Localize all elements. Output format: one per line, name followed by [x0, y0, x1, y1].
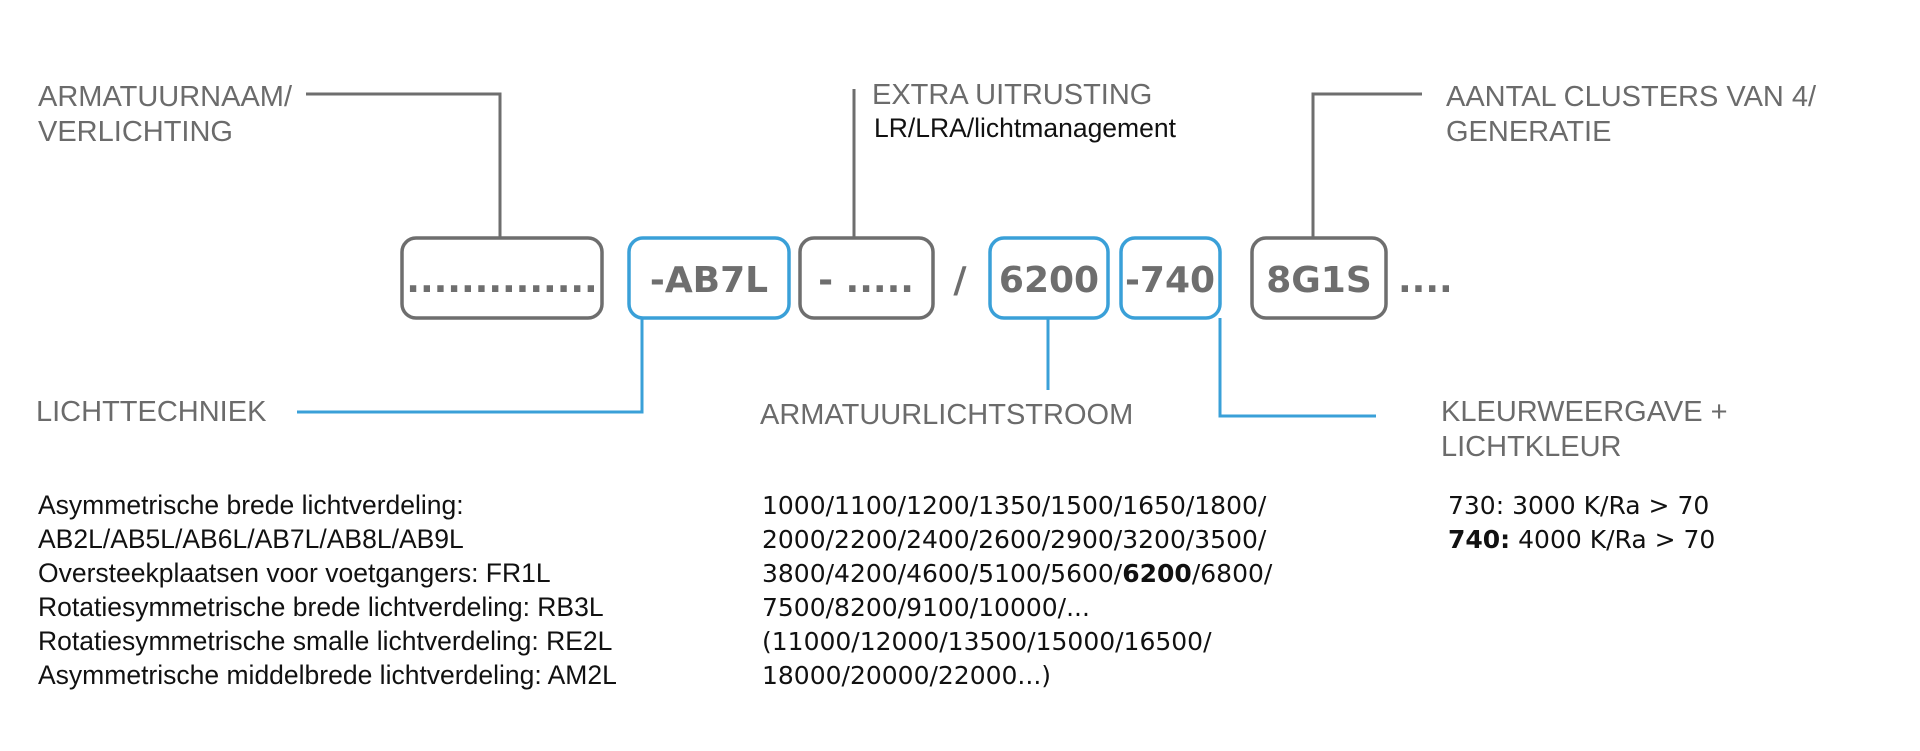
connector-armatuurnaam	[306, 92, 502, 237]
clusters-code: 8G1S	[1266, 260, 1372, 301]
lichttechniek-box: -AB7L	[627, 236, 791, 320]
kleur-item-text: 730: 3000 K/Ra > 70	[1448, 491, 1709, 520]
kleur-item-bold: 740:	[1448, 525, 1510, 554]
label-clusters-line1: AANTAL CLUSTERS VAN 4/	[1446, 81, 1817, 113]
lichttechniek-code: -AB7L	[650, 260, 768, 301]
label-armatuurnaam-line1: ARMATUURNAAM/	[38, 81, 293, 113]
kleur-list-item: 740: 4000 K/Ra > 70	[1448, 525, 1715, 554]
lichttechniek-list: Asymmetrische brede lichtverdeling: AB2L…	[38, 490, 617, 690]
lichttechniek-list-item: Oversteekplaatsen voor voetgangers: FR1L	[38, 558, 551, 588]
lichtstroom-list-item: (11000/12000/13500/15000/16500/	[762, 627, 1212, 656]
kleurweergave-box: -740	[1119, 236, 1222, 320]
code-trailing-dots: ....	[1398, 260, 1453, 301]
armatuurnaam-code: ..............	[406, 260, 597, 301]
lichttechniek-list-item: AB2L/AB5L/AB6L/AB7L/AB8L/AB9L	[38, 524, 464, 554]
armatuurnaam-box: ..............	[400, 236, 604, 320]
label-kleurweergave-line2: LICHTKLEUR	[1441, 431, 1622, 463]
connector-clusters	[1311, 92, 1422, 237]
connector-lichttechniek	[297, 318, 644, 414]
lichtstroom-list: 1000/1100/1200/1350/1500/1650/1800/ 2000…	[762, 491, 1273, 690]
extra-uitrusting-box: - .....	[798, 236, 935, 320]
label-lichttechniek: LICHTTECHNIEK	[36, 396, 267, 428]
lichtstroom-list-item: 3800/4200/4600/5100/5600/6200/6800/	[762, 559, 1273, 588]
kleurweergave-code: -740	[1125, 260, 1215, 301]
lichttechniek-list-item: Rotatiesymmetrische smalle lichtverdelin…	[38, 626, 612, 656]
armatuurlichtstroom-code: 6200	[999, 260, 1099, 301]
lichtstroom-list-item: 2000/2200/2400/2600/2900/3200/3500/	[762, 525, 1267, 554]
kleur-item-text: 4000 K/Ra > 70	[1510, 525, 1715, 554]
extra-uitrusting-code: - .....	[818, 260, 914, 301]
lichtstroom-list-item: 18000/20000/22000...)	[762, 661, 1051, 690]
label-armatuurnaam-line2: VERLICHTING	[38, 116, 233, 148]
label-armatuurlichtstroom: ARMATUURLICHTSTROOM	[760, 399, 1133, 431]
lichtstroom-line3-bold: 6200	[1122, 559, 1192, 588]
lichttechniek-list-item: Asymmetrische middelbrede lichtverdeling…	[38, 660, 617, 690]
lichtstroom-list-item: 1000/1100/1200/1350/1500/1650/1800/	[762, 491, 1267, 520]
label-extra-uitrusting: EXTRA UITRUSTING	[872, 79, 1152, 111]
label-extra-uitrusting-sub: LR/LRA/lichtmanagement	[874, 113, 1177, 143]
lichtstroom-list-item: 7500/8200/9100/10000/...	[762, 593, 1090, 622]
armatuurlichtstroom-box: 6200	[988, 236, 1110, 320]
lichtstroom-line3-pre: 3800/4200/4600/5100/5600/	[762, 559, 1123, 588]
lichtstroom-line3-post: /6800/	[1192, 559, 1273, 588]
code-boxes: .............. -AB7L - ..... / 6200 -740…	[400, 236, 1453, 320]
code-separator: /	[953, 260, 967, 301]
label-kleurweergave-line1: KLEURWEERGAVE +	[1441, 396, 1728, 428]
top-labels: ARMATUURNAAM/ VERLICHTING EXTRA UITRUSTI…	[38, 79, 1817, 148]
connector-kleurweergave	[1218, 318, 1376, 418]
bottom-labels: LICHTTECHNIEK ARMATUURLICHTSTROOM KLEURW…	[36, 396, 1728, 463]
lichttechniek-list-item: Rotatiesymmetrische brede lichtverdeling…	[38, 592, 604, 622]
connector-lines	[297, 89, 1422, 418]
clusters-box: 8G1S	[1250, 236, 1388, 320]
kleur-list: 730: 3000 K/Ra > 70 740: 4000 K/Ra > 70	[1448, 491, 1715, 554]
kleur-list-item: 730: 3000 K/Ra > 70	[1448, 491, 1709, 520]
label-clusters-line2: GENERATIE	[1446, 116, 1611, 148]
lichttechniek-list-item: Asymmetrische brede lichtverdeling:	[38, 490, 464, 520]
